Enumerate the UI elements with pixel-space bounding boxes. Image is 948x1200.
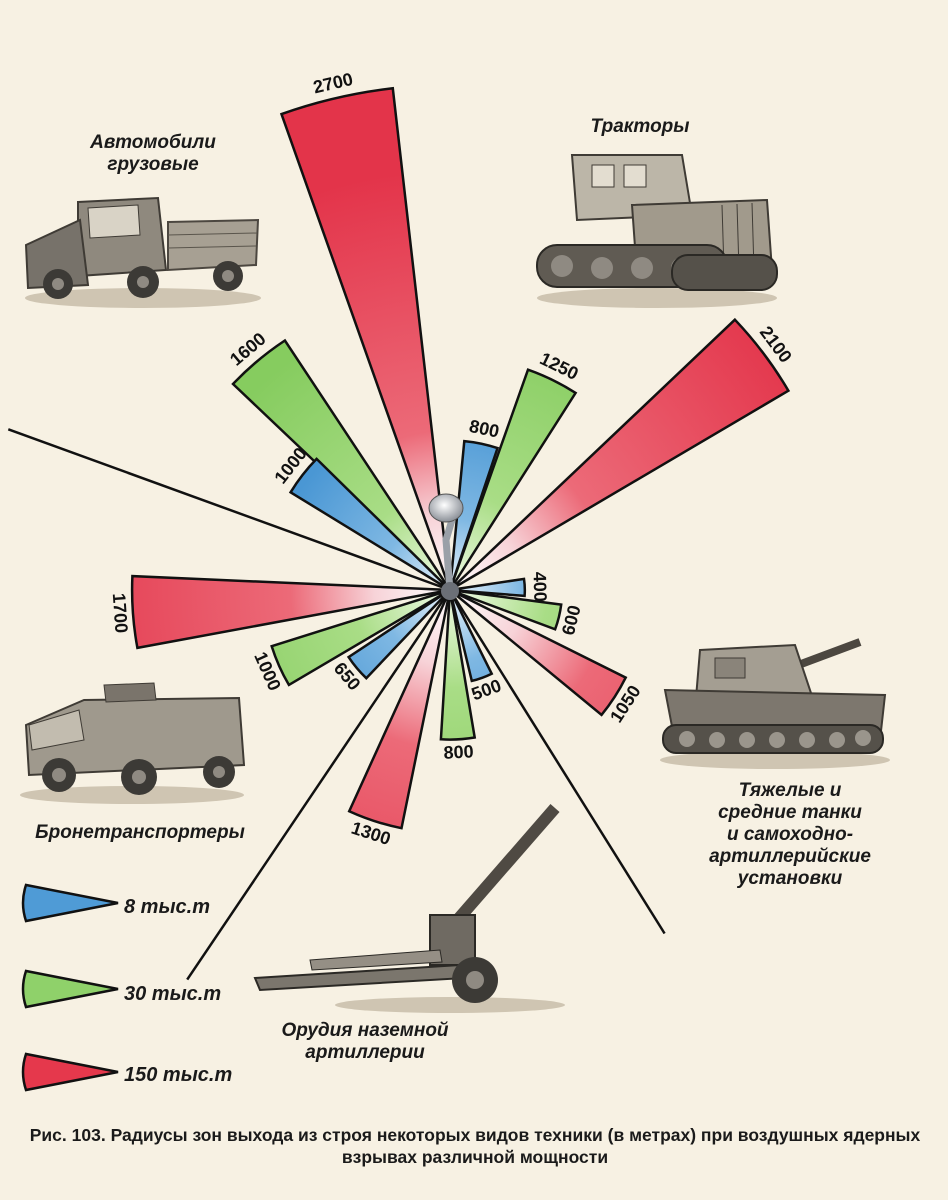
legend-swatch-8kt [21, 883, 119, 923]
label-line: средние танки [718, 802, 862, 823]
sector-tractors-150kt [449, 317, 791, 592]
sector-tanks-8kt [449, 577, 527, 598]
explosion-burst [428, 493, 464, 600]
sector-apc-150kt [130, 574, 451, 650]
caption-text: Радиусы зон выхода из строя некоторых ви… [110, 1125, 921, 1167]
value-label-tanks-8kt: 400 [529, 571, 550, 602]
divider-line-0 [7, 428, 451, 592]
value-label-tractors-8kt: 800 [467, 416, 501, 442]
legend-label-150kt: 150 тыс.т [124, 1064, 233, 1086]
label-line: и самоходно- [726, 824, 854, 845]
tank-icon [660, 638, 890, 769]
value-label-artillery-30kt: 800 [443, 741, 474, 763]
artillery-gun-icon [253, 804, 565, 1013]
value-label-apc-150kt: 1700 [109, 592, 132, 633]
label-line: Автомобили [90, 132, 216, 153]
legend-swatch-30kt [21, 969, 119, 1009]
label-line: Тяжелые и [738, 780, 842, 801]
armored-carrier-icon [20, 682, 246, 804]
legend-swatch-150kt [21, 1052, 119, 1092]
value-label-tanks-30kt: 600 [558, 603, 585, 637]
label-line: артиллерии [305, 1042, 425, 1063]
label-apc: Бронетранспортеры [20, 822, 260, 844]
sector-apc-8kt [346, 588, 451, 680]
legend-label-8kt: 8 тыс.т [124, 896, 211, 918]
label-artillery: Орудия наземной артиллерии [260, 1020, 470, 1064]
sector-trucks-30kt [231, 338, 452, 591]
tractor-icon [536, 154, 778, 308]
sector-trucks-8kt [288, 457, 451, 592]
label-line: Бронетранспортеры [35, 822, 245, 843]
label-tanks: Тяжелые и средние танки и самоходно- арт… [680, 780, 900, 890]
divider-line-1 [448, 589, 666, 935]
label-line: артиллерийские [709, 846, 871, 867]
label-line: установки [737, 868, 843, 889]
sector-tractors-8kt [448, 439, 500, 591]
label-trucks: Автомобили грузовые [68, 132, 238, 176]
figure-caption: Рис. 103. Радиусы зон выхода из строя не… [20, 1124, 930, 1168]
label-line: Тракторы [590, 116, 690, 137]
truck-icon [24, 196, 261, 308]
label-tractors: Тракторы [560, 116, 720, 138]
sector-tanks-30kt [449, 588, 563, 631]
sector-artillery-150kt [347, 589, 452, 830]
legend-label-30kt: 30 тыс.т [124, 983, 222, 1005]
value-label-trucks-150kt: 2700 [311, 69, 355, 97]
sector-artillery-30kt [439, 589, 477, 741]
sector-apc-30kt [270, 588, 451, 687]
caption-label: Рис. 103. [29, 1125, 106, 1145]
sector-artillery-8kt [448, 589, 494, 683]
label-line: Орудия наземной [281, 1020, 449, 1041]
sector-trucks-150kt [279, 86, 452, 591]
divider-line-2 [186, 589, 452, 981]
sector-tanks-150kt [449, 588, 628, 717]
sector-tractors-30kt [448, 368, 578, 591]
label-line: грузовые [107, 154, 199, 175]
